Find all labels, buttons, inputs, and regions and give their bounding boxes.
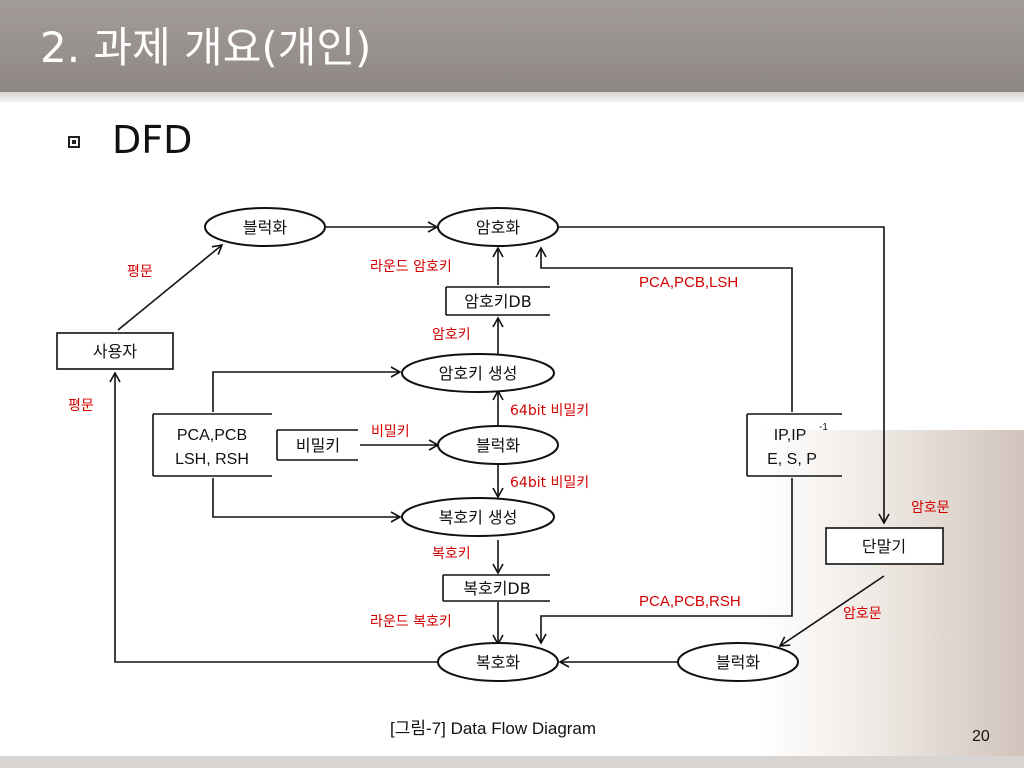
node-pca-line2: LSH, RSH: [175, 451, 249, 468]
label-64bit-secret-2: 64bit 비밀키: [510, 475, 589, 491]
node-dec-key-db: 복호키DB: [442, 574, 550, 602]
label-enc-key: 암호키: [432, 327, 471, 343]
edge-terminal-to-block-bottom: [778, 575, 885, 647]
edge-pca-to-keygen: [212, 366, 402, 412]
node-block-top: 블럭화: [204, 207, 326, 247]
node-block-top-label: 블럭화: [243, 218, 287, 237]
node-pca-store: PCA,PCB LSH, RSH: [175, 427, 249, 468]
label-pca-pcb-lsh: PCA,PCB,LSH: [639, 274, 738, 291]
node-ip-line1: IP,IP: [774, 427, 807, 444]
label-round-dec-key: 라운드 복호키: [370, 614, 452, 630]
label-round-enc-key: 라운드 암호키: [370, 259, 452, 275]
label-pca-pcb-rsh: PCA,PCB,RSH: [639, 593, 741, 610]
label-dec-key: 복호키: [432, 546, 471, 562]
node-enc-key-db: 암호키DB: [445, 286, 550, 316]
bullet-text: DFD: [112, 118, 193, 162]
label-plain-2: 평문: [68, 398, 94, 414]
node-enc-key-gen-label: 암호키 생성: [439, 364, 518, 383]
label-ciphertext-2: 암호문: [843, 606, 882, 622]
node-block-bottom-label: 블럭화: [716, 653, 760, 672]
node-user: 사용자: [56, 332, 174, 370]
node-decrypt-label: 복호화: [476, 653, 520, 672]
slide-title: 2. 과제 개요(개인): [40, 23, 372, 72]
edge-decrypt-to-user: [109, 371, 438, 663]
node-block-mid-label: 블럭화: [476, 436, 520, 455]
page-number: 20: [972, 728, 990, 745]
node-dec-key-gen-label: 복호키 생성: [439, 508, 518, 527]
node-encrypt-label: 암호화: [476, 218, 520, 237]
node-block-mid: 블럭화: [437, 425, 559, 465]
node-enc-key-db-label: 암호키DB: [464, 292, 531, 311]
node-pca-line1: PCA,PCB: [177, 427, 247, 444]
header-divider: [0, 92, 1024, 102]
node-secret-key: 비밀키: [276, 429, 358, 461]
label-64bit-secret-1: 64bit 비밀키: [510, 403, 589, 419]
node-terminal-label: 단말기: [862, 537, 906, 556]
edge-pca-to-decgen: [212, 478, 402, 523]
background-building-image: [760, 430, 1024, 760]
node-secret-key-label: 비밀키: [296, 436, 340, 455]
figure-caption: [그림-7] Data Flow Diagram: [390, 719, 597, 738]
slide-header: [0, 0, 1024, 92]
node-dec-key-db-label: 복호키DB: [463, 579, 530, 598]
node-ip-line2: E, S, P: [767, 451, 817, 468]
label-ciphertext-1: 암호문: [911, 500, 950, 516]
node-block-bottom: 블럭화: [677, 642, 799, 682]
node-dec-key-gen: 복호키 생성: [401, 497, 555, 537]
footer-bar: [0, 756, 1024, 768]
edge-ip-to-encrypt: [535, 246, 793, 412]
node-encrypt: 암호화: [437, 207, 559, 247]
node-enc-key-gen: 암호키 생성: [401, 353, 555, 393]
node-ip-store: IP,IP -1 E, S, P: [767, 422, 828, 468]
node-ip-superscript: -1: [819, 422, 828, 433]
label-secret-key-edge: 비밀키: [371, 424, 410, 440]
edge-user-to-block-top: [117, 243, 224, 331]
edge-encrypt-to-terminal: [558, 226, 890, 525]
node-user-label: 사용자: [93, 342, 137, 361]
node-decrypt: 복호화: [437, 642, 559, 682]
edge-ip-to-decrypt: [535, 478, 793, 645]
node-terminal: 단말기: [825, 527, 944, 565]
bullet-square-icon: [68, 136, 80, 148]
label-plain-1: 평문: [127, 264, 153, 280]
